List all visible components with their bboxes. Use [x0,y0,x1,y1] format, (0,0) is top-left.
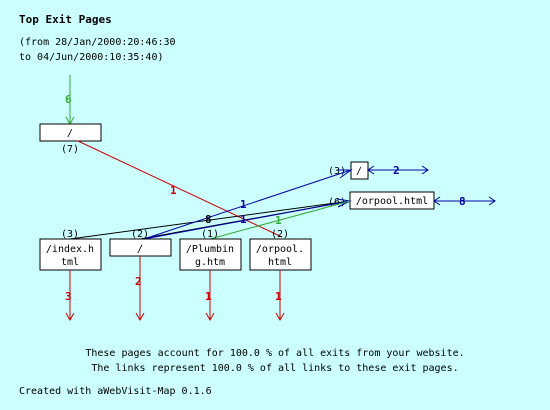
exit-edge-slash: 2 [135,256,145,322]
entry-edge-root: 6 [65,75,75,126]
edge-label: 1 [170,184,177,197]
node-count: (7) [61,144,79,155]
node-label: / [356,166,362,177]
cross-edges: 1 8 1 1 [69,169,353,240]
exit-edge-plumbing: 1 [205,270,215,322]
summary-exits: These pages account for 100.0 % of all e… [85,348,464,359]
node-label: / [137,244,143,255]
edge-label: 8 [205,213,212,226]
node-count: (3) [61,229,79,240]
node-label-line1: /orpool. [256,244,304,255]
summary-links: The links represent 100.0 % of all links… [91,363,458,374]
node-count: (2) [271,229,289,240]
edge-label: 2 [393,164,400,177]
node-slash-bottom[interactable]: (2) / [109,229,172,257]
edge-label: 1 [275,214,282,227]
edge-root-orpool: 1 [77,140,283,238]
node-count: (3) [328,166,346,177]
edge-orpool-right-out: 8 [433,195,496,208]
node-plumbing[interactable]: (1) /Plumbin g.htm [179,229,242,271]
edge-label: 1 [205,290,212,303]
edge-label: 8 [459,195,466,208]
edge-label: 1 [240,198,247,211]
node-label: / [67,128,73,139]
node-count: (2) [131,229,149,240]
exit-edge-index: 3 [65,270,75,322]
exit-edge-orpool: 1 [275,270,285,322]
node-label-line1: /Plumbin [186,244,234,255]
edge-label: 3 [65,290,72,303]
node-label-line2: g.htm [195,257,225,268]
node-root[interactable]: / (7) [39,123,102,155]
node-orpool-bottom[interactable]: (2) /orpool. html [249,229,312,271]
page-title: Top Exit Pages [19,13,112,26]
node-index[interactable]: (3) /index.h tml [39,229,102,271]
credit-text: Created with aWebVisit-Map 0.1.6 [19,386,212,397]
date-range-end: to 04/Jun/2000:10:35:40) [19,52,164,63]
edge-label: 1 [275,290,282,303]
date-range-start: (from 28/Jan/2000:20:46:30 [19,37,176,48]
edge-slash-right-out: 2 [367,164,429,177]
node-label-line2: tml [61,257,79,268]
node-label-line2: html [268,257,292,268]
node-label: /orpool.html [356,196,428,207]
edge-label: 6 [65,93,72,106]
edge-label: 1 [240,213,247,226]
edge-label: 2 [135,275,142,288]
node-label-line1: /index.h [46,244,94,255]
node-count: (1) [201,229,219,240]
